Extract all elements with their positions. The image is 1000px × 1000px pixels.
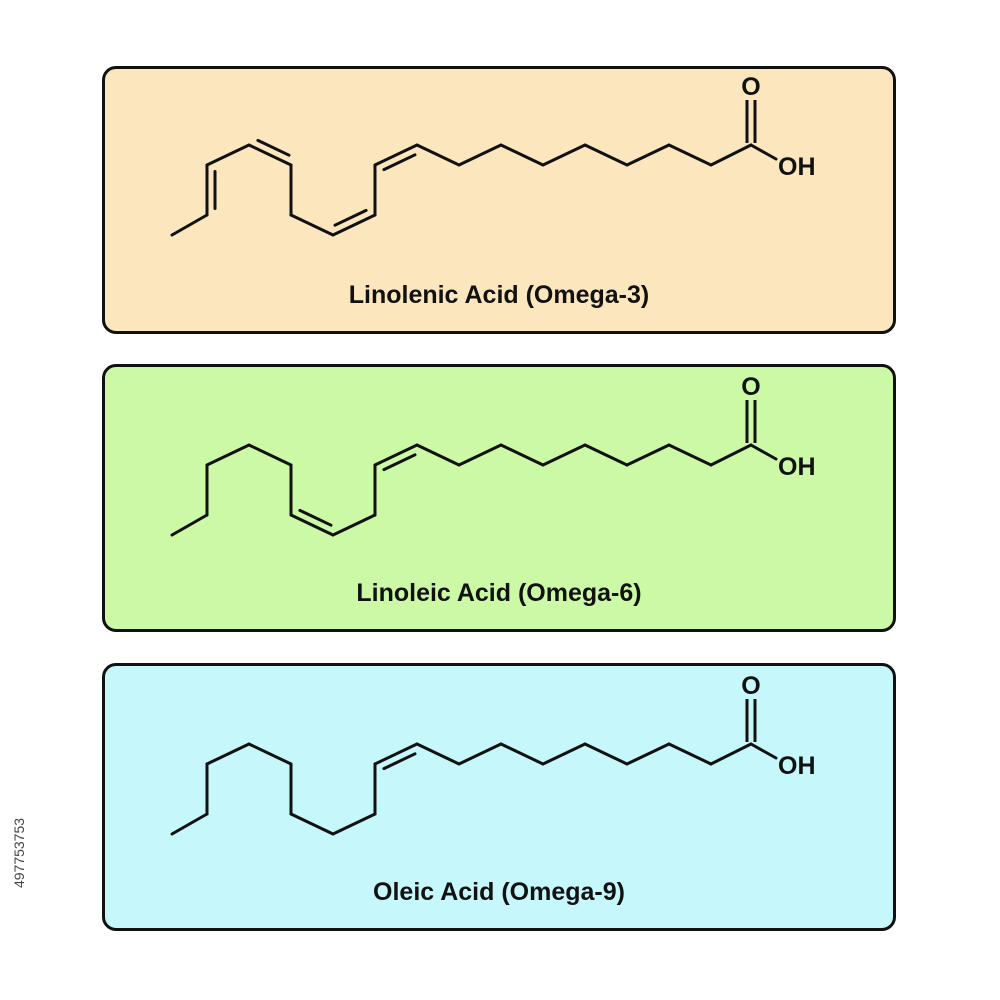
single-bond (170, 213, 209, 237)
single-bond (205, 742, 251, 766)
single-bond (667, 443, 713, 467)
single-bond (709, 742, 753, 766)
molecule-name-linolenic: Linolenic Acid (Omega-3) (348, 281, 650, 309)
double-bond-inner-line (382, 453, 417, 472)
stock-image-id: 497753753 (6, 768, 32, 938)
single-bond (205, 143, 251, 167)
single-bond (457, 742, 503, 766)
hydroxyl-bond (749, 143, 778, 161)
single-bond (247, 143, 293, 167)
double-bond-inner-line (333, 208, 368, 227)
single-bond (499, 742, 545, 766)
structure-oleic: O OH (170, 672, 816, 836)
single-bond (583, 742, 629, 766)
single-bond (583, 143, 629, 167)
hydroxyl-bond (749, 443, 778, 461)
oxygen-label: O (741, 672, 760, 700)
double-bond-inner-line (382, 752, 417, 771)
single-bond (170, 812, 209, 836)
single-bond (373, 742, 419, 766)
single-bond (541, 742, 587, 766)
single-bond (247, 742, 293, 766)
single-bond (583, 443, 629, 467)
double-bond-inner-line (382, 153, 417, 172)
double-bond-inner-line (256, 138, 291, 157)
single-bond (289, 213, 335, 237)
single-bond (541, 143, 587, 167)
molecule-name-oleic: Oleic Acid (Omega-9) (373, 878, 625, 906)
single-bond (625, 443, 671, 467)
single-bond (373, 143, 419, 167)
single-bond (499, 143, 545, 167)
single-bond (625, 143, 671, 167)
single-bond (373, 443, 419, 467)
single-bond (170, 513, 209, 537)
oxygen-label: O (741, 373, 760, 401)
structure-linolenic: O OH (170, 73, 816, 237)
hydroxyl-label: OH (778, 153, 816, 181)
structure-linoleic: O OH (170, 373, 816, 537)
single-bond (289, 513, 335, 537)
single-bond (415, 443, 461, 467)
hydroxyl-label: OH (778, 752, 816, 780)
single-bond (457, 443, 503, 467)
single-bond (415, 742, 461, 766)
molecule-name-linoleic: Linoleic Acid (Omega-6) (356, 579, 642, 607)
single-bond (667, 742, 713, 766)
single-bond (415, 143, 461, 167)
molecule-panel-oleic: O OH Oleic Acid (Omega-9) (102, 663, 896, 931)
single-bond (331, 513, 377, 537)
single-bond (205, 443, 251, 467)
stock-image-id-text: 497753753 (11, 817, 27, 889)
single-bond (625, 742, 671, 766)
single-bond (709, 143, 753, 167)
double-bond-inner-line (298, 508, 333, 527)
single-bond (709, 443, 753, 467)
single-bond (247, 443, 293, 467)
single-bond (331, 812, 377, 836)
hydroxyl-label: OH (778, 453, 816, 481)
single-bond (499, 443, 545, 467)
molecule-panel-linoleic: O OH Linoleic Acid (Omega-6) (102, 364, 896, 632)
molecule-panel-linolenic: O OH Linolenic Acid (Omega-3) (102, 66, 896, 334)
single-bond (667, 143, 713, 167)
hydroxyl-bond (749, 742, 778, 760)
single-bond (289, 812, 335, 836)
single-bond (541, 443, 587, 467)
single-bond (331, 213, 377, 237)
single-bond (457, 143, 503, 167)
oxygen-label: O (741, 73, 760, 101)
